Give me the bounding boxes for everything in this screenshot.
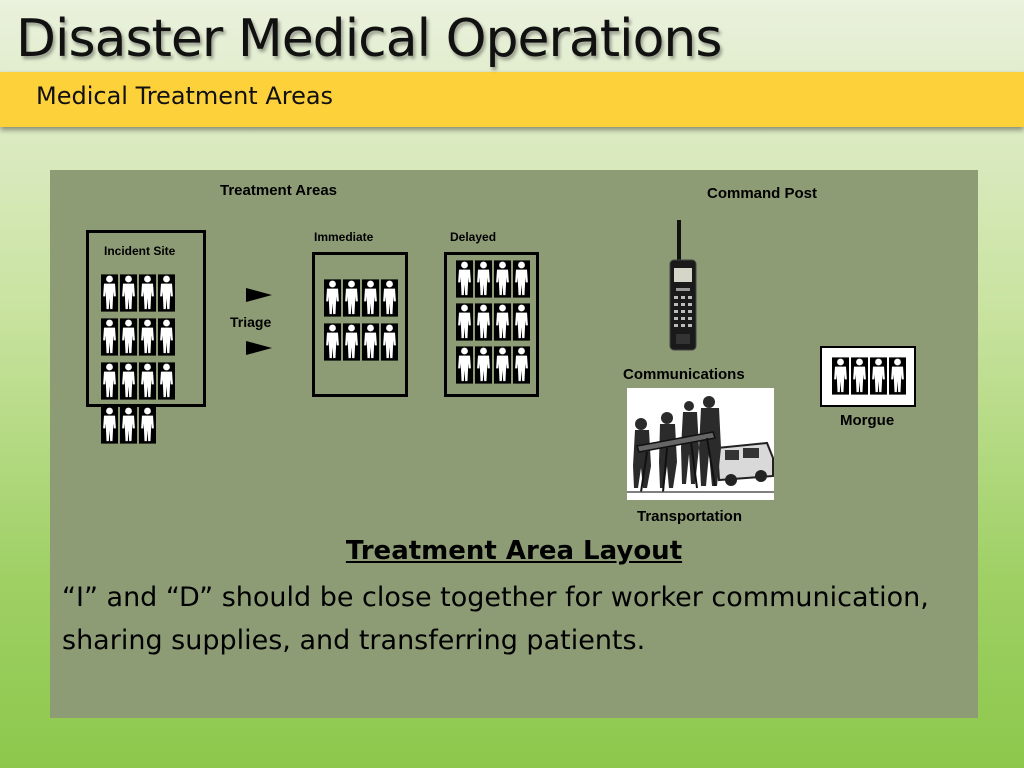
communications-label: Communications <box>623 366 745 383</box>
person-figure-icon <box>139 405 156 445</box>
person-figure-icon <box>120 361 137 401</box>
person-figure-icon <box>851 356 868 396</box>
transportation-photo <box>627 388 774 500</box>
person-figure-icon <box>158 361 175 401</box>
incident-site-box: Incident Site <box>86 230 206 407</box>
person-figure-icon <box>456 345 473 385</box>
person-figure-icon <box>513 302 530 342</box>
treatment-areas-label: Treatment Areas <box>220 182 337 199</box>
person-figure-icon <box>475 302 492 342</box>
subtitle-bar: Medical Treatment Areas <box>0 72 1024 127</box>
person-figure-icon <box>475 259 492 299</box>
person-figure-icon <box>381 322 398 362</box>
person-figure-icon <box>513 345 530 385</box>
person-figure-icon <box>120 405 137 445</box>
morgue-people <box>832 356 908 396</box>
arrow-right-icon <box>246 288 272 302</box>
layout-body: “I” and “D” should be close together for… <box>62 576 942 662</box>
person-figure-icon <box>343 322 360 362</box>
person-figure-icon <box>456 302 473 342</box>
person-figure-icon <box>513 259 530 299</box>
person-figure-icon <box>362 322 379 362</box>
person-figure-icon <box>139 361 156 401</box>
person-figure-icon <box>101 317 118 357</box>
immediate-box <box>312 252 408 397</box>
incident-site-label: Incident Site <box>104 244 175 258</box>
person-figure-icon <box>889 356 906 396</box>
person-figure-icon <box>494 259 511 299</box>
person-figure-icon <box>120 317 137 357</box>
person-figure-icon <box>362 278 379 318</box>
command-post-label: Command Post <box>707 185 817 202</box>
layout-heading: Treatment Area Layout <box>50 536 978 566</box>
transportation-label: Transportation <box>637 508 742 525</box>
person-figure-icon <box>158 317 175 357</box>
person-figure-icon <box>139 317 156 357</box>
delayed-box <box>444 252 539 397</box>
morgue-box <box>820 346 916 407</box>
slide-subtitle: Medical Treatment Areas <box>36 82 333 110</box>
person-figure-icon <box>324 322 341 362</box>
morgue-label: Morgue <box>840 412 894 429</box>
person-figure-icon <box>101 273 118 313</box>
person-figure-icon <box>324 278 341 318</box>
stretcher-photo <box>627 388 774 500</box>
slide-title: Disaster Medical Operations <box>16 8 721 70</box>
person-figure-icon <box>101 405 118 445</box>
arrow-right-icon <box>246 341 272 355</box>
person-figure-icon <box>343 278 360 318</box>
delayed-label: Delayed <box>450 230 496 244</box>
person-figure-icon <box>870 356 887 396</box>
person-figure-icon <box>101 361 118 401</box>
person-figure-icon <box>494 302 511 342</box>
person-figure-icon <box>381 278 398 318</box>
person-figure-icon <box>158 273 175 313</box>
person-figure-icon <box>456 259 473 299</box>
person-figure-icon <box>120 273 137 313</box>
content-panel: Treatment Areas Incident Site Triage Imm… <box>50 170 978 718</box>
immediate-label: Immediate <box>314 230 373 244</box>
person-figure-icon <box>475 345 492 385</box>
cell-phone-icon <box>668 220 702 352</box>
person-figure-icon <box>139 273 156 313</box>
person-figure-icon <box>494 345 511 385</box>
immediate-people <box>324 278 400 362</box>
triage-label: Triage <box>230 314 271 330</box>
delayed-people <box>456 259 532 385</box>
person-figure-icon <box>832 356 849 396</box>
incident-site-people <box>101 273 177 445</box>
